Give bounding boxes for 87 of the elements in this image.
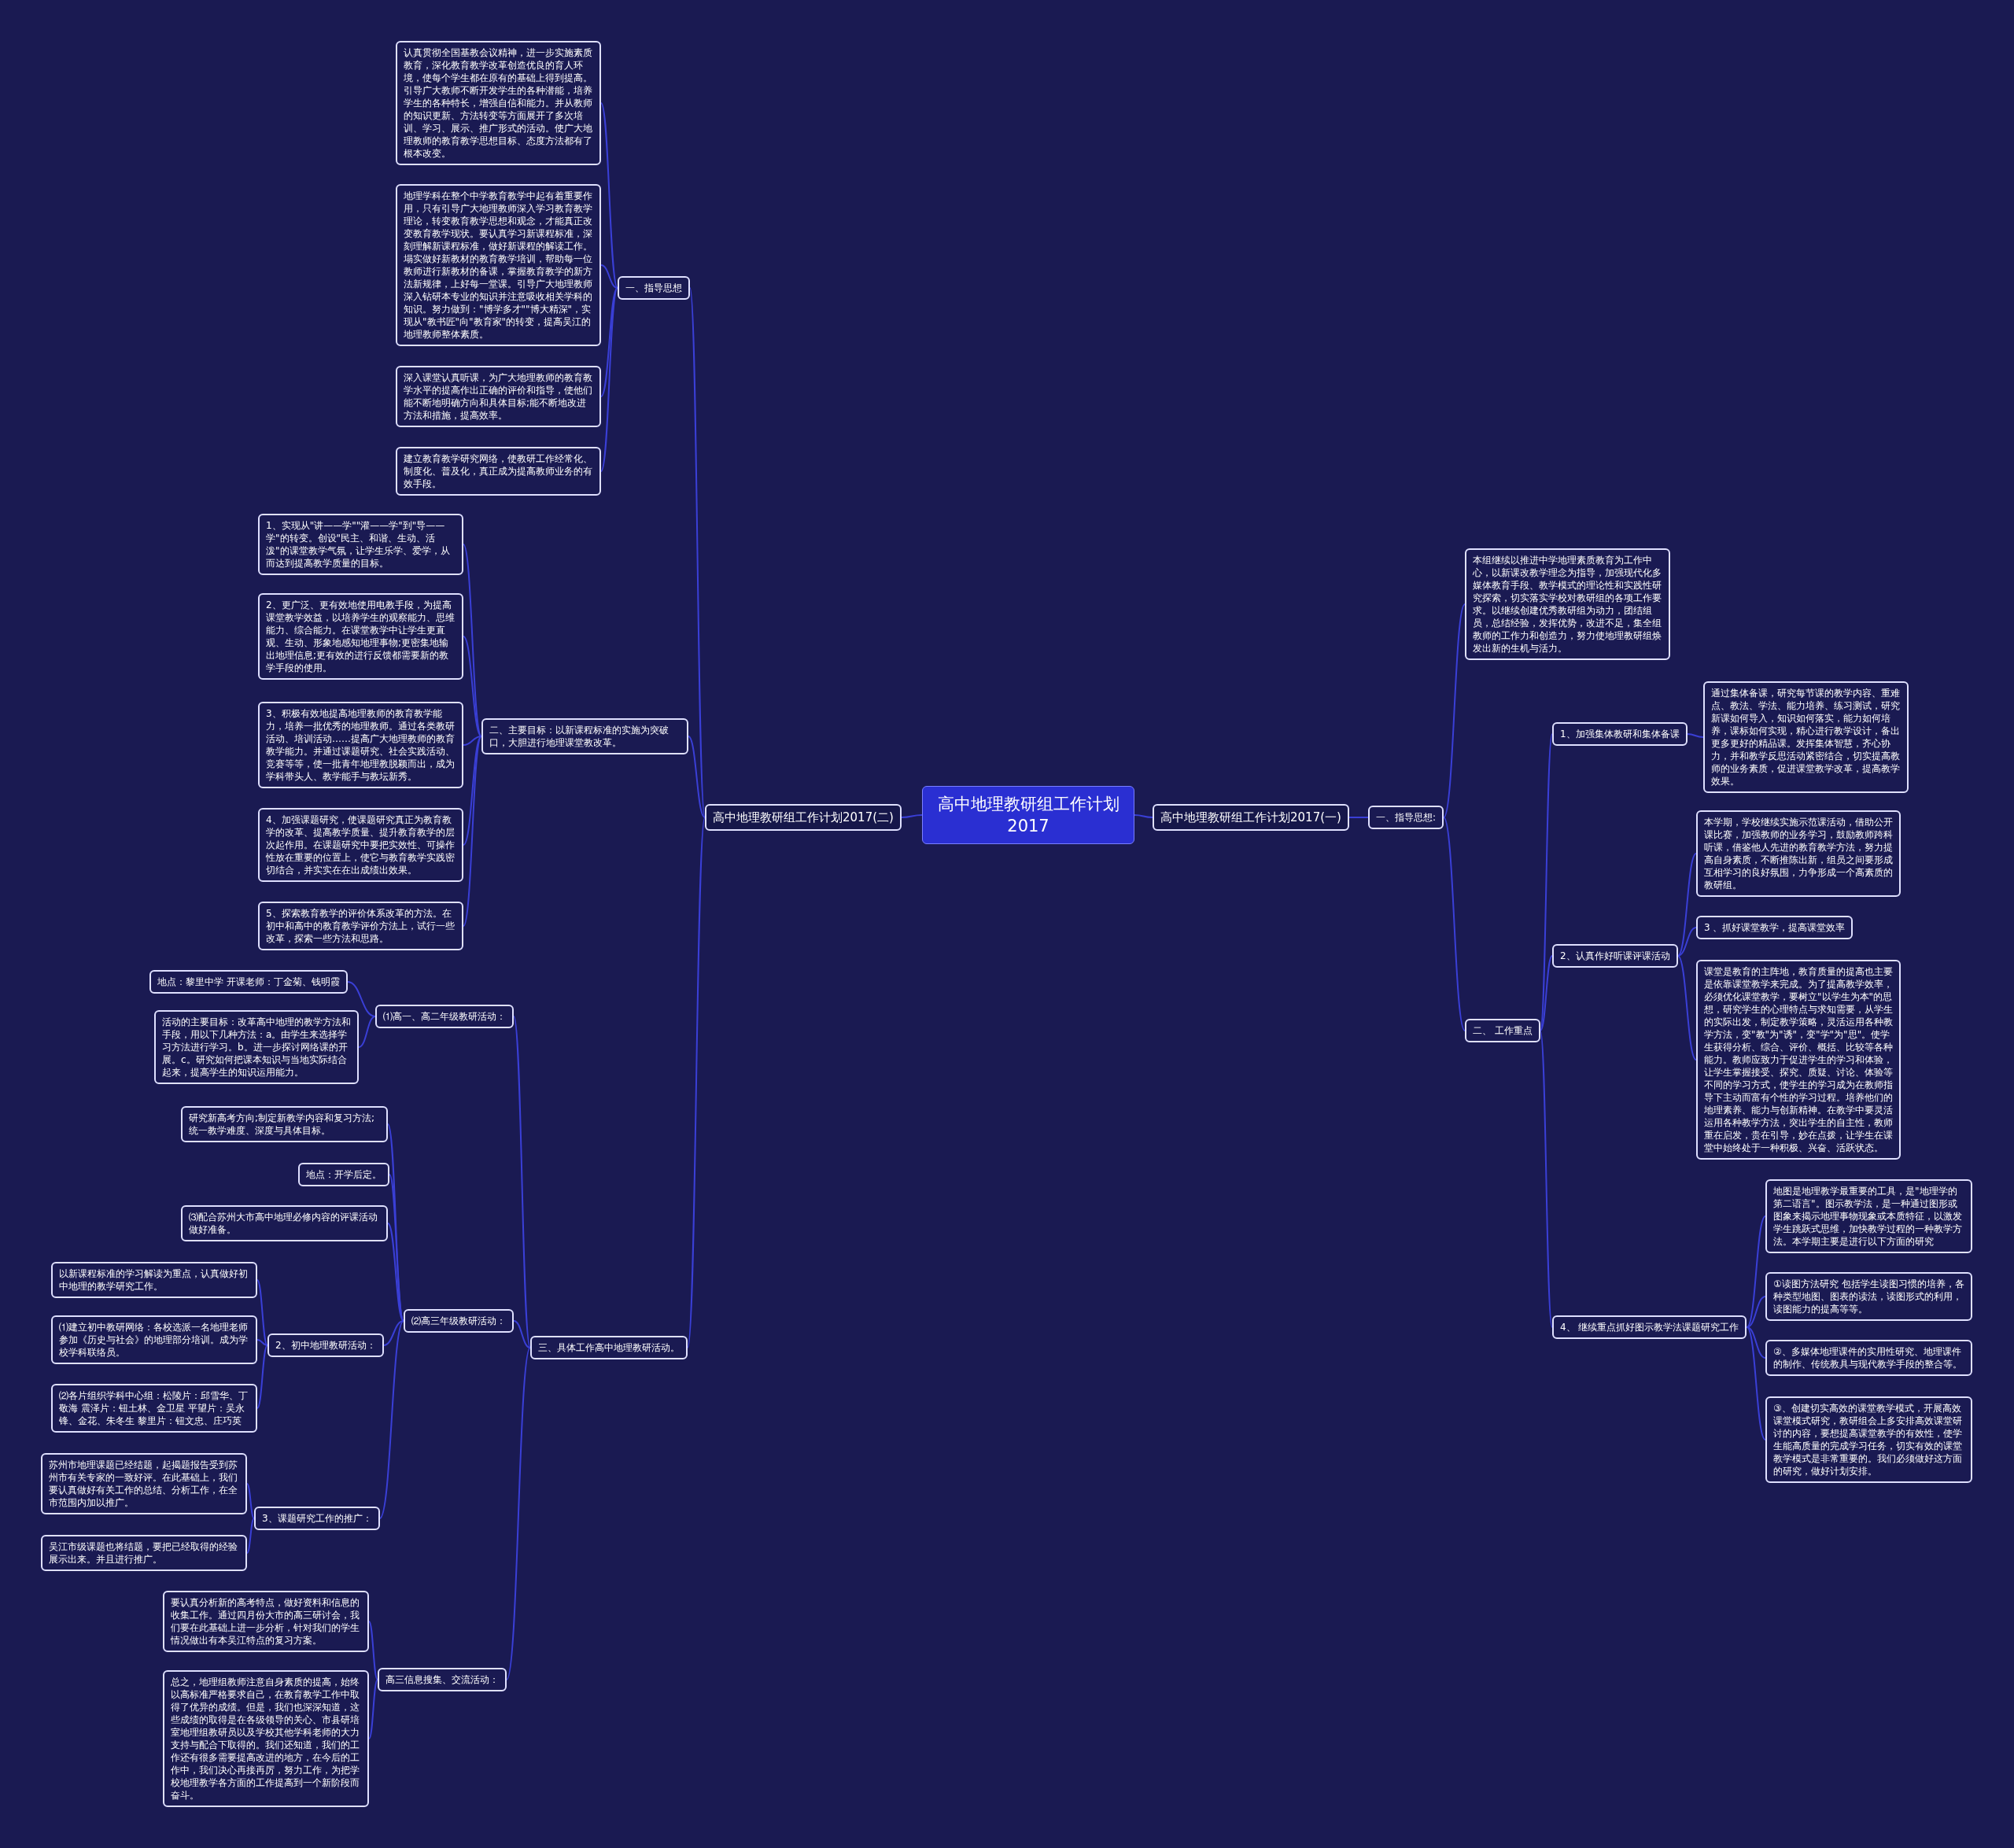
connector-line (463, 736, 482, 746)
topic-box: 一、指导思想 (618, 276, 690, 300)
note-box: 课堂是教育的主阵地，教育质量的提高也主要是依靠课堂教学来完成。为了提高教学效率，必须优化课堂教学，要树立"以学生为本"的思想，研究学生的心理特点与求知需要，从学生的实际出发，制定教学策略，灵活运用各种教学方法，变"教"为"诱"，变"学"为"思"。使学生获得分析、综合、评价、概括、比较等各种能力。教师应致力于促进学生的学习和体验，让学生掌握接受、探究、质疑、讨论、体验等不同的学习方式，使学生的学习成为在教师指导下主动而富有个性的学习过程。培养他们的地理素养、能力与创新精神。在教学中要灵活运用各种教学方法，突出学生的自主性，教师重在启发，贵在引导，妙在点拨，让学生在课堂中始终处于一种积极、兴奋、活跃状态。 (1696, 960, 1901, 1160)
note-box: 活动的主要目标：改革高中地理的教学方法和手段，用以下几种方法：a。由学生来选择学习方法进行学习。b。进一步探讨网络课的开展。c。研究如何把课本知识与当地实际结合起来，提高学生的知识运用能力。 (154, 1010, 359, 1084)
connector-line (1746, 1326, 1766, 1440)
note-box: 苏州市地理课题已经结题，起揭题报告受到苏州市有关专家的一致好评。在此基础上，我们要认真做好有关工作的总结、分析工作，在全市范围内加以推广。 (41, 1453, 247, 1514)
note-box: ①读图方法研究 包括学生读图习惯的培养，各种类型地图、图表的读法，读图形式的利用，读图能力的提高等等。 (1765, 1272, 1972, 1321)
topic-box: 地点：开学后定。 (298, 1163, 389, 1186)
connector-line (600, 287, 618, 397)
connector-line (382, 1320, 404, 1346)
note-box: ③、创建切实高效的课堂教学模式，开展高效课堂模式研究，教研组会上多安排高效课堂研讨的内容，要想提高课堂教学的有效性，使学生能高质量的完成学习任务，切实有效的课堂教学模式是非常重要的。我们必须做好这方面的研究，做好计划安排。 (1765, 1396, 1972, 1483)
topic-box: 高三信息搜集、交流活动： (378, 1668, 507, 1691)
topic-box: 1、加强集体教研和集体备课 (1552, 722, 1688, 746)
connector-line (1746, 1215, 1766, 1328)
connector-line (463, 636, 482, 737)
note-box: 5、探索教育教学的评价体系改革的方法。在初中和高中的教育教学评价方法上，试行一些改革，探索一些方法和思路。 (258, 902, 463, 950)
connector-line (600, 264, 618, 289)
topic-box: 4、 继续重点抓好图示教学法课题研究工作 (1552, 1315, 1747, 1339)
connector-line (1676, 853, 1697, 957)
note-box: 3、积极有效地提高地理教师的教育教学能力，培养一批优秀的地理教师。通过各类教研活动、培训活动……提高广大地理教师的教育教学能力。并通过课题研究、社会实践活动、竞赛等等，使一批青年地理教脱颖而出，成为学科带头人、教学能手与教坛新秀。 (258, 702, 463, 788)
note-box: 本学期，学校继续实施示范课活动，借助公开课比赛，加强教师的业务学习，鼓励教师跨科听课，借鉴他人先进的教育教学方法，努力提高自身素质，不断推陈出新，组员之间要形成互相学习的良好氛围，力争形成一个高素质的教研组。 (1696, 810, 1901, 897)
connector-line (387, 1223, 404, 1322)
connector-line (463, 736, 482, 927)
root-topic-box: 高中地理教研组工作计划2017 (922, 786, 1134, 844)
note-box: 地图是地理教学最重要的工具，是"地理学的第二语言"。图示教学法，是一种通过图形或图象来揭示地理事物现象或本质特征，以激发学生跳跃式思维，加快教学过程的一种教学方法。本学期主要是进行以下方面的研究 (1765, 1179, 1972, 1253)
connector-line (1134, 814, 1153, 818)
note-box: ⑶配合苏州大市高中地理必修内容的评课活动做好准备。 (181, 1205, 388, 1241)
connector-line (256, 1345, 268, 1409)
connector-line (900, 814, 923, 818)
note-box: 深入课堂认真听课，为广大地理教师的教育教学水平的提高作出正确的评价和指导，使他们能不断地明确方向和具体目标;能不断地改进方法和措施，提高效率。 (396, 366, 601, 427)
topic-box: ⑵高三年级教研活动： (404, 1309, 514, 1333)
note-box: 二、主要目标：以新课程标准的实施为突破口，大胆进行地理课堂教改革。 (481, 718, 688, 754)
topic-box: 地点：黎里中学 开课老师：丁金菊、钱明霞 (149, 970, 348, 994)
note-box: 通过集体备课，研究每节课的教学内容、重难点、教法、学法、能力培养、练习测试，研究新课如何导入，知识如何落实，能力如何培养，课标如何实现，精心进行教学设计，备出更多更好的精品课。发挥集体智慧，齐心协力，并和教学反思活动紧密结合，切实提高教师的业务素质，促进课堂教学改革，提高教学效果。 (1703, 681, 1909, 793)
connector-line (1676, 927, 1697, 957)
connector-line (1676, 955, 1697, 1060)
note-box: 以新课程标准的学习解读为重点，认真做好初中地理的教学研究工作。 (51, 1262, 257, 1298)
note-box: 建立教育教学研究网络，使教研工作经常化、制度化、普及化，真正成为提高教师业务的有效手段。 (396, 447, 601, 496)
connector-line (1746, 1326, 1766, 1359)
connector-line (246, 1483, 255, 1519)
note-box: 2、更广泛、更有效地使用电教手段，为提高课堂教学效益，以培养学生的观察能力、思维能力、综合能力。在课堂教学中让学生更直观、生动、形象地感知地理事物;更密集地输出地理信息;更有效的进行反馈都需要新的教学手段的使用。 (258, 593, 463, 680)
connector-line (1443, 603, 1466, 818)
connector-line (1539, 955, 1553, 1031)
connector-line (688, 736, 706, 818)
note-box: 地理学科在整个中学教育教学中起有着重要作用，只有引导广大地理教师深入学习教育教学理论，转变教育教学思想和观念，才能真正改变教育教学现状。要认真学习新课程标准，深刻理解新课程标准，做好新课程的解读工作。塌实做好新教材的教育教学培训，帮助每一位教师进行新教材的备课，掌握教育教学的新方法新规律，上好每一堂课。引导广大地理教师深入钻研本专业的知识并注意吸收相关学科的知识。努力做到："博学多才""博大精深"，实现从"教书匠"向"教育家"的转变，提高吴江的地理教师整体素质。 (396, 184, 601, 346)
note-box: ⑴建立初中教研网络：各校选派一名地理老师参加《历史与社会》的地理部分培训。成为学校学科联络员。 (51, 1315, 257, 1364)
topic-box: 二、 工作重点 (1465, 1019, 1540, 1042)
topic-box: 一、指导思想: (1368, 806, 1444, 829)
topic-box: 3、课题研究工作的推广： (254, 1507, 380, 1530)
topic-box: 三、具体工作高中地理教研活动。 (530, 1336, 688, 1359)
connector-line (506, 1347, 531, 1680)
connector-line (463, 544, 482, 737)
note-box: 本组继续以推进中学地理素质教育为工作中心，以新课改教学理念为指导，加强现代化多媒体教育手段、教学模式的理论性和实践性研究探索，切实落实学校对教研组的各项工作要求。以继续创建优秀教研组为动力，团结组员，总结经验，发挥优势，改进不足，集全组教师的工作力和创造力，努力使地理教研组焕发出新的生机与活力。 (1465, 548, 1670, 660)
connector-line (687, 817, 706, 1348)
topic-box: 3 、抓好课堂教学，提高课堂效率 (1696, 916, 1854, 939)
connector-line (463, 736, 482, 846)
note-box: ②、多媒体地理课件的实用性研究、地理课件的制作、传统教具与现代教学手段的整合等。 (1765, 1340, 1972, 1376)
connector-line (246, 1518, 255, 1554)
topic-box: 高中地理教研组工作计划2017(二) (705, 804, 902, 831)
note-box: 研究新高考方向;制定新教学内容和复习方法;统一教学难度、深度与具体目标。 (181, 1106, 388, 1142)
connector-line (346, 981, 376, 1017)
connector-line (1686, 733, 1704, 738)
connector-line (1746, 1296, 1766, 1328)
connector-line (358, 1016, 376, 1048)
connector-line (368, 1679, 378, 1739)
note-box: 吴江市级课题也将结题，要把已经取得的经验展示出来。并且进行推广。 (41, 1535, 247, 1571)
connector-line (256, 1279, 268, 1346)
note-box: 认真贯彻全国基教会议精神，进一步实施素质教育，深化教育教学改革创造优良的育人环境，使每个学生都在原有的基础上得到提高。引导广大教师不断开发学生的各种潜能，培养学生的各种特长，增强自信和能力。并从教师的知识更新、方法转变等方面展开了多次培训、学习、展示、推广形式的活动。使广大地理教师的教育教学思想目标、态度方法都有了根本改变。 (396, 41, 601, 165)
connector-line (1539, 1030, 1553, 1328)
connector-line (513, 1320, 531, 1348)
topic-box: ⑴高一、高二年级教研活动： (375, 1005, 514, 1028)
topic-box: 2、认真作好听课评课活动 (1552, 944, 1678, 968)
topic-box: 高中地理教研组工作计划2017(一) (1153, 804, 1349, 831)
note-box: 4、加强课题研究，使课题研究真正为教育教学的改革、提高教学质量、提升教育教学的层次起作用。在课题研究中要把实效性、可操作性放在重要的位置上，使它与教育教学实践密切结合，并实实在在出成绩出效果。 (258, 808, 463, 882)
connector-line (513, 1016, 531, 1348)
note-box: 总之，地理组教师注意自身素质的提高，始终以高标准严格要求自己，在教育教学工作中取得了优异的成绩。但是，我们也深深知道，这些成绩的取得是在各级领导的关心、市县研培室地理组教研员以及学校其他学科老师的大力支持与配合下取得的。我们还知道，我们的工作还有很多需要提高改进的地方，在今后的工作中，我们决心再接再厉，努力工作，为把学校地理教学各方面的工作提高到一个新阶段而奋斗。 (163, 1670, 369, 1807)
connector-line (368, 1621, 378, 1680)
note-box: 1、实现从"讲——学""灌——学"到"导——学"的转变。创设"民主、和谐、生动、活泼"的课堂教学气氛，让学生乐学、爱学，从而达到提高教学质量的目标。 (258, 514, 463, 575)
connector-line (689, 287, 706, 818)
connector-line (600, 287, 618, 472)
connector-line (1348, 817, 1369, 818)
topic-box: 2、初中地理教研活动： (267, 1333, 384, 1357)
connector-line (1443, 817, 1466, 1031)
note-box: ⑵各片组织学科中心组：松陵片：邱雪华、丁敬海 震泽片：钮土林、金卫星 平望片：吴永锋、金花、朱冬生 黎里片：钮文忠、庄巧英 (51, 1384, 257, 1433)
note-box: 要认真分析新的高考特点，做好资料和信息的收集工作。通过四月份大市的高三研讨会，我们要在此基础上进一步分析，针对我们的学生情况做出有本吴江特点的复习方案。 (163, 1591, 369, 1652)
connector-line (378, 1320, 404, 1519)
connector-line (600, 102, 618, 289)
